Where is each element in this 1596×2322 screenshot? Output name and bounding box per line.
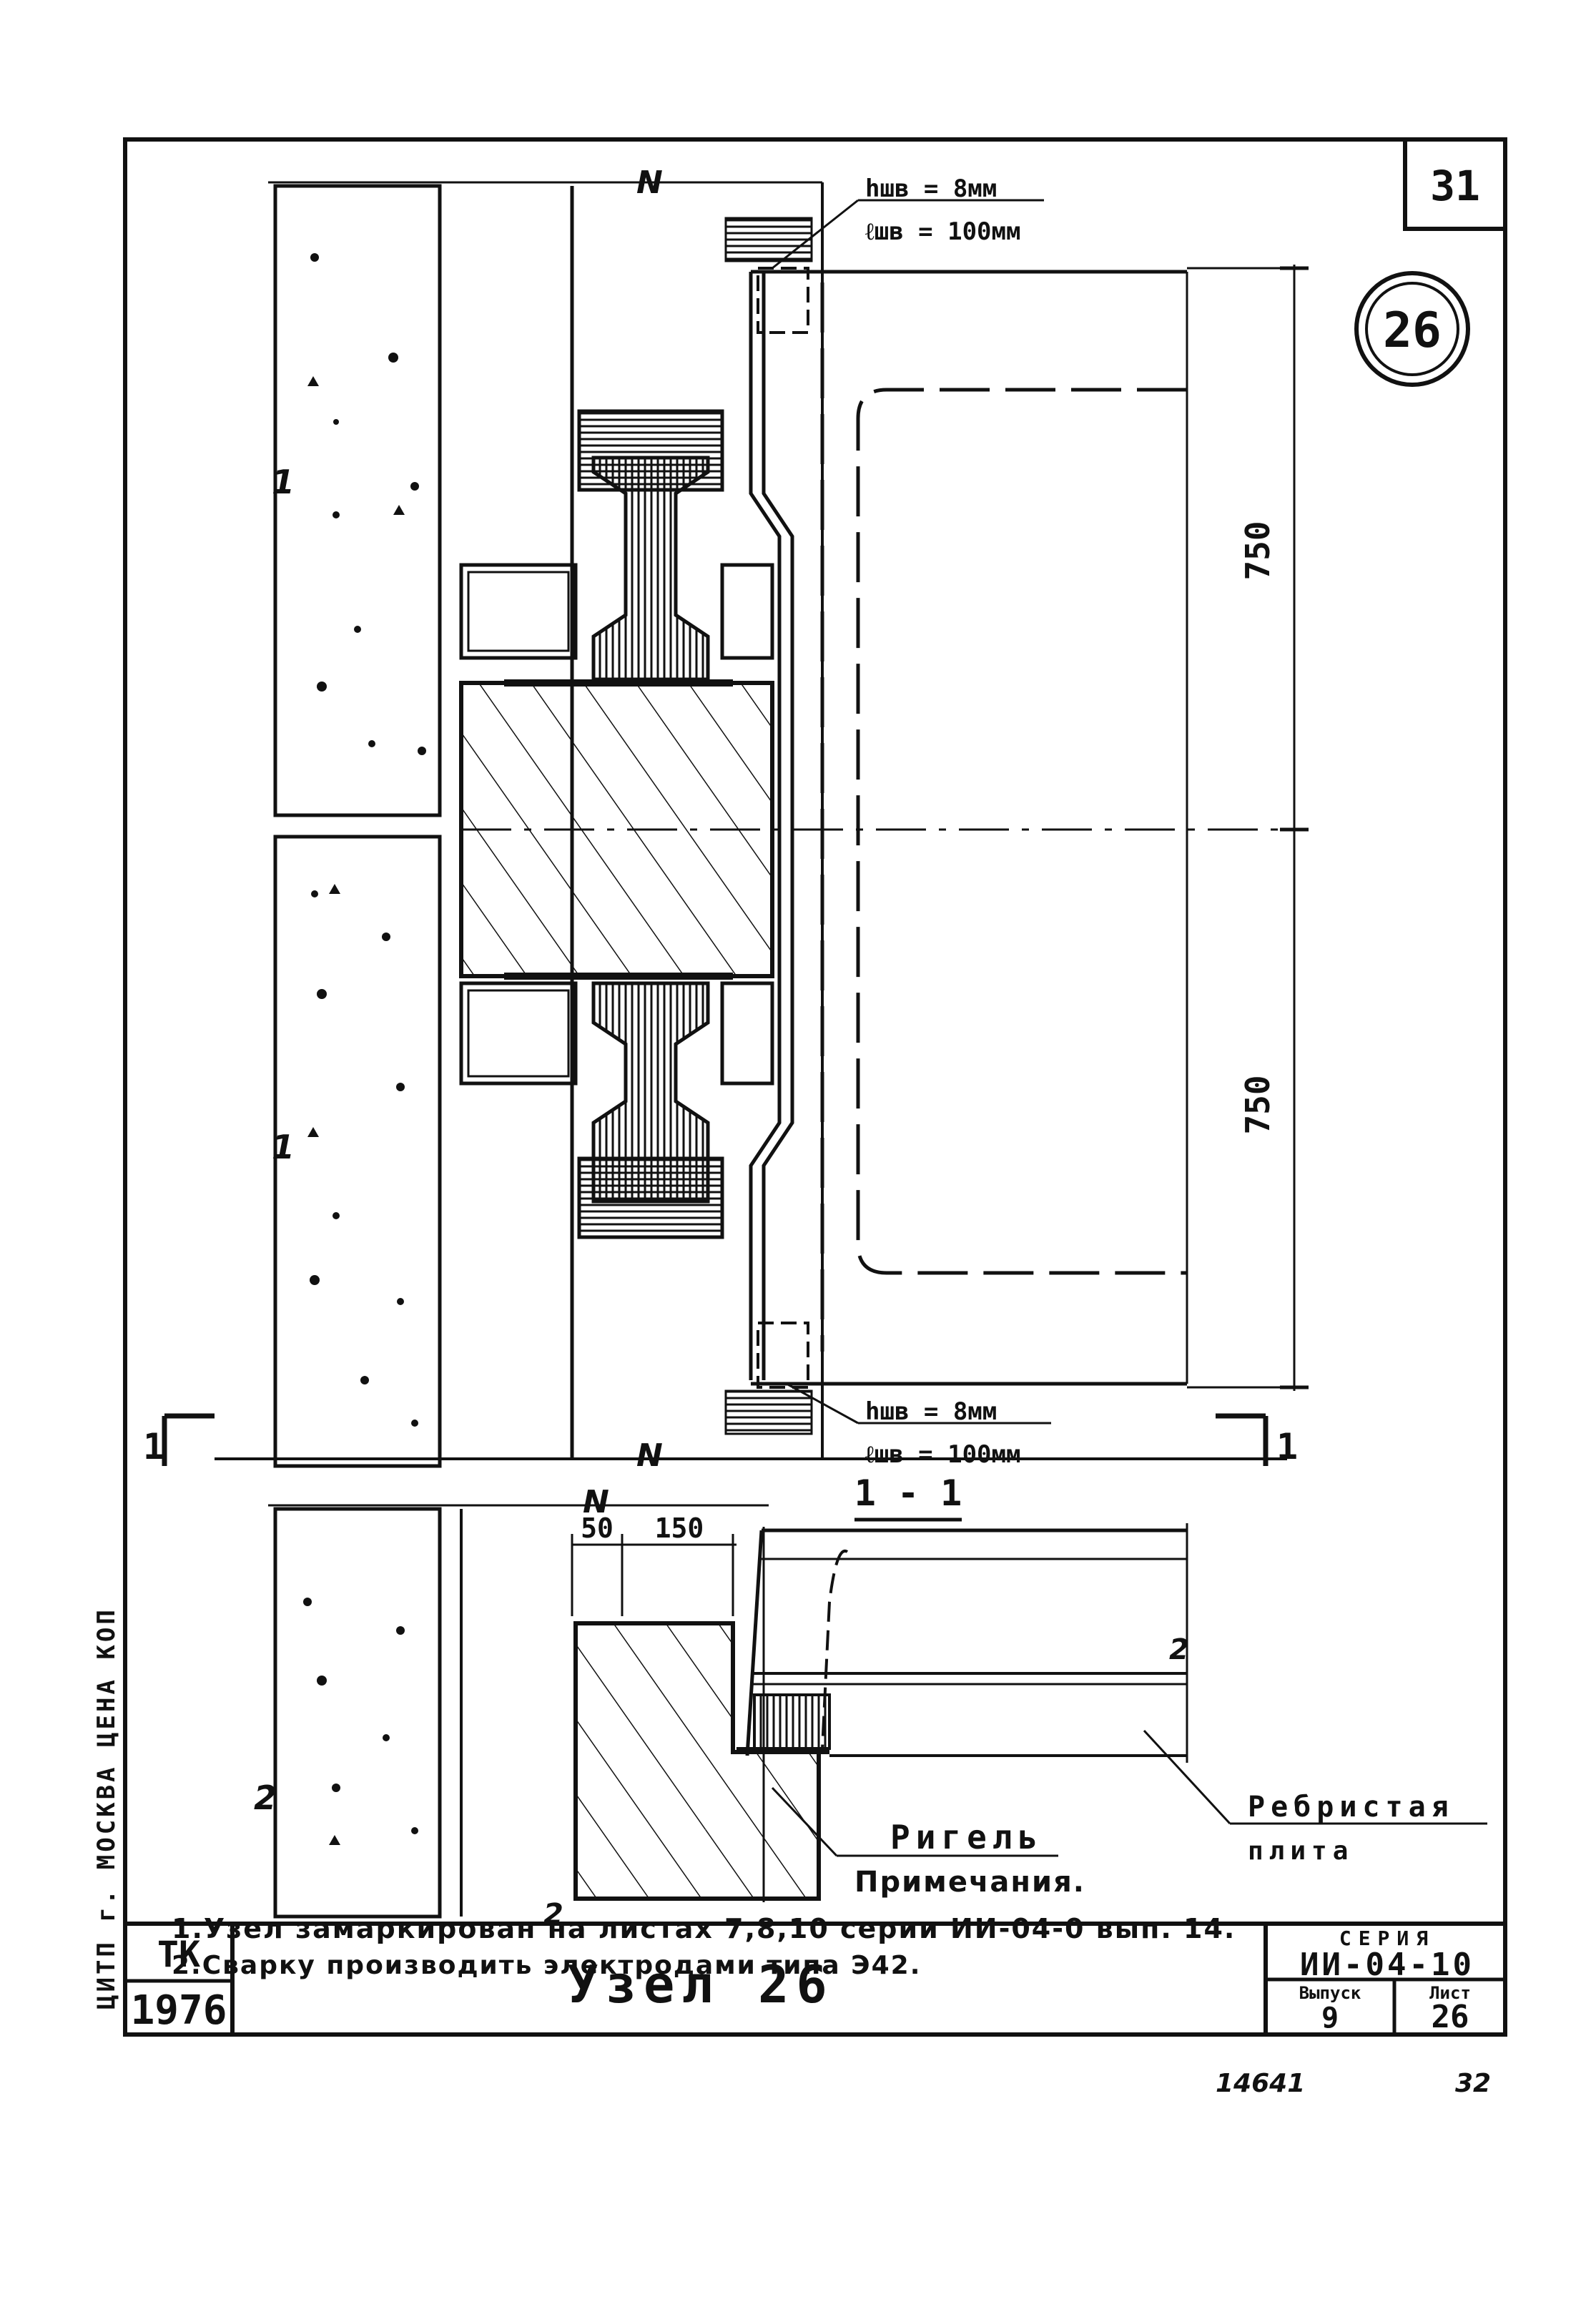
side-stamp: ЦИТП г. МОСКВА ЦЕНА КОП — [92, 1607, 121, 2009]
leader-2c: 2 — [543, 1898, 563, 1931]
section-title: 1 - 1 — [854, 1472, 962, 1514]
cut-label-left: 1 — [143, 1426, 164, 1467]
column-section-upper — [577, 409, 724, 682]
leader-1b: 1 — [272, 1128, 295, 1166]
steel-channels — [459, 563, 774, 1086]
series-label: СЕРИЯ — [1339, 1927, 1435, 1950]
wall-panel-upper — [273, 184, 442, 817]
dim-150: 150 — [655, 1512, 704, 1544]
footer-page: 32 — [1455, 2069, 1491, 2098]
wall-panel-lower — [273, 835, 442, 1468]
weld-bottom-l: ℓшв = 100мм — [865, 1440, 1020, 1469]
issue-label: Выпуск — [1299, 1983, 1361, 2003]
sheet-label: Лист — [1429, 1983, 1471, 2003]
cut-markers — [162, 1413, 1269, 1466]
leader-2b: 2 — [1169, 1633, 1189, 1666]
column-section-lower — [577, 981, 724, 1239]
notes-heading: Примечания. — [854, 1866, 1085, 1899]
sheet-frame — [123, 137, 1507, 2037]
dim-upper: 750 — [1238, 521, 1277, 580]
cut-label-right: 1 — [1276, 1426, 1298, 1467]
sheet-index: 26 — [1432, 1999, 1469, 2035]
weld-top-l: ℓшв = 100мм — [865, 217, 1020, 246]
node-number: 26 — [1383, 302, 1442, 359]
axis-mark-mid: N — [636, 1437, 663, 1474]
dimension-line — [1187, 265, 1309, 1391]
weld-bottom-h: hшв = 8мм — [865, 1397, 997, 1426]
leader-1a: 1 — [272, 463, 295, 501]
label-slab-line1: Ребристая — [1248, 1791, 1454, 1824]
axis-mark-section: N — [583, 1484, 609, 1520]
sheet-number: 31 — [1430, 162, 1480, 210]
sheet-title: Узел 26 — [567, 1954, 834, 2014]
footer-inventory: 14641 — [1216, 2069, 1305, 2098]
org-code: ТК — [157, 1934, 200, 1975]
leader-2a: 2 — [254, 1779, 277, 1817]
weld-top-h: hшв = 8мм — [865, 174, 997, 203]
node-marker — [1354, 271, 1470, 387]
connecting-plate — [724, 217, 1188, 1435]
label-slab-line2: плита — [1248, 1836, 1354, 1866]
issue-number: 9 — [1321, 2002, 1339, 2035]
series-number: ИИ-04-10 — [1300, 1947, 1474, 1983]
section-1-1 — [268, 1504, 1487, 1919]
dim-50: 50 — [581, 1512, 614, 1544]
dim-lower: 750 — [1238, 1075, 1277, 1134]
weld-leaders — [772, 199, 1051, 1425]
note-item-1: 1.Узел замаркирован на листах 7,8,10 сер… — [172, 1913, 1236, 1944]
note-item-2: 2.Сварку производить электродами типа Э4… — [172, 1951, 921, 1980]
axis-mark-top: N — [636, 164, 663, 201]
label-beam: Ригель — [890, 1818, 1043, 1856]
slab-hidden-outline — [820, 282, 1187, 1352]
year: 1976 — [131, 1987, 227, 2034]
